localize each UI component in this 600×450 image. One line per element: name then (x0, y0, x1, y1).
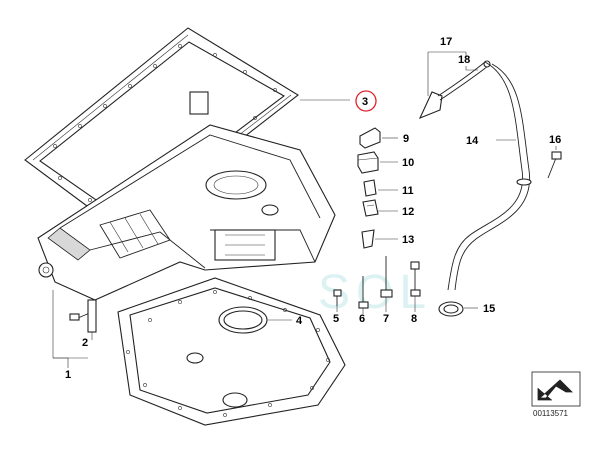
bolt-part-8[interactable] (410, 261, 421, 297)
hardware-part-13[interactable] (361, 229, 375, 249)
callout-3: 3 (362, 96, 368, 108)
oil-pan-ring-seal[interactable] (218, 306, 268, 334)
callout-6: 6 (359, 313, 365, 325)
dipstick-guide-tube[interactable] (447, 61, 532, 291)
dipstick[interactable] (418, 60, 491, 120)
hardware-part-11[interactable] (363, 179, 377, 197)
callout-14: 14 (466, 135, 479, 147)
hardware-part-9[interactable] (359, 127, 381, 149)
callout-2: 2 (82, 337, 88, 349)
callout-18: 18 (458, 54, 470, 66)
callout-7: 7 (383, 313, 389, 325)
hardware-part-12[interactable] (362, 199, 379, 217)
drain-plug-stud[interactable] (69, 299, 97, 333)
reference-box: 00113571 (531, 371, 581, 418)
hardware-part-10[interactable] (357, 151, 379, 174)
tube-mounting-bolt[interactable] (547, 151, 562, 179)
leader-lines (52, 51, 557, 368)
highlight-circle (355, 90, 377, 112)
bolt-part-5[interactable] (333, 289, 342, 306)
lower-oil-pan[interactable] (117, 277, 346, 426)
bolt-part-6[interactable] (358, 276, 369, 309)
callout-10: 10 (402, 157, 414, 169)
reference-number: 00113571 (533, 409, 569, 418)
direction-arrow-icon (537, 379, 573, 401)
callout-17: 17 (440, 36, 452, 48)
callout-1: 1 (65, 369, 71, 381)
callout-12: 12 (402, 206, 414, 218)
callout-13: 13 (402, 234, 414, 246)
callout-15: 15 (483, 303, 495, 315)
callout-11: 11 (402, 185, 414, 197)
callout-4: 4 (296, 315, 303, 327)
callout-8: 8 (411, 313, 417, 325)
callout-5: 5 (333, 313, 339, 325)
upper-oil-pan[interactable] (37, 91, 336, 301)
bolt-part-7[interactable] (380, 256, 393, 298)
tube-o-ring[interactable] (438, 301, 464, 317)
callout-16: 16 (549, 134, 561, 146)
callout-9: 9 (403, 133, 409, 145)
